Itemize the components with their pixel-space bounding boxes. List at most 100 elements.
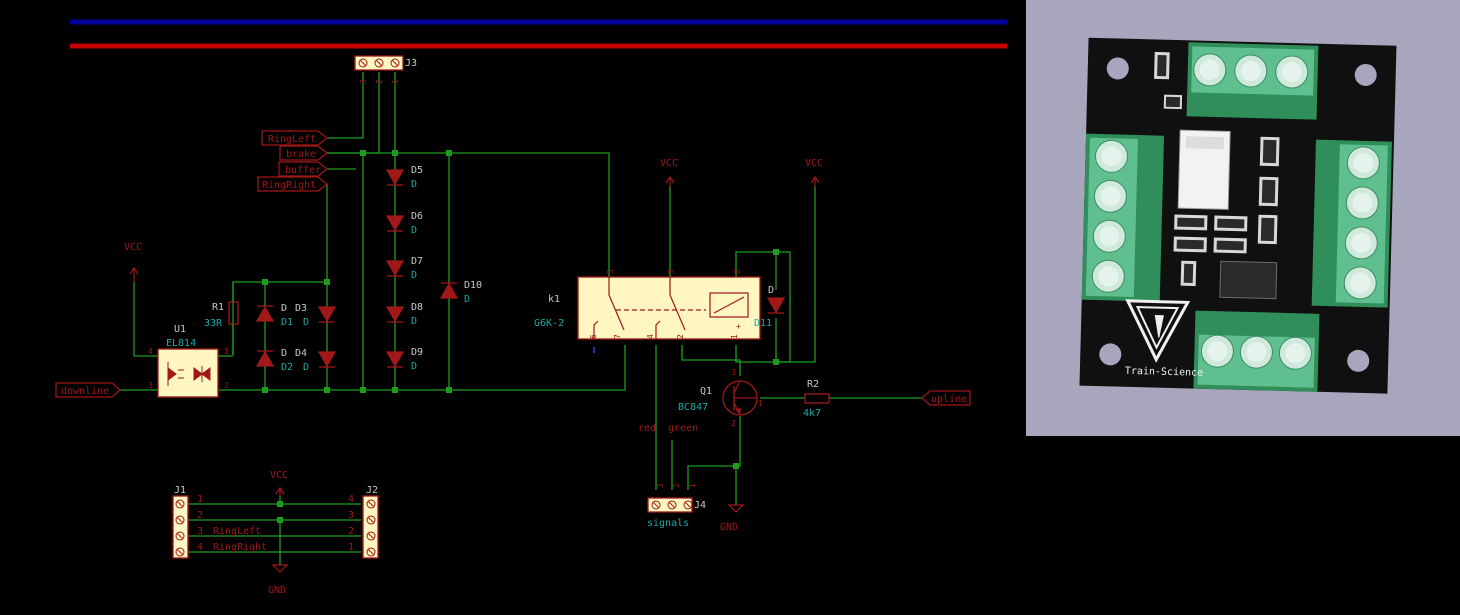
d3-ref: D3 xyxy=(295,303,307,314)
label-buffer[interactable]: buffer xyxy=(278,161,328,177)
d10-value: D xyxy=(464,294,470,305)
vcc-symbol-relay-right xyxy=(810,175,820,187)
bus-label-ringright: RingRight xyxy=(213,542,267,553)
j4-value: signals xyxy=(647,518,689,529)
diode-chain xyxy=(385,169,405,368)
d8-value: D xyxy=(411,316,417,327)
r2-ref: R2 xyxy=(807,379,819,390)
label-ringleft[interactable]: RingLeft xyxy=(261,130,328,146)
d1-side-value: D1 xyxy=(281,317,293,328)
j1-ref: J1 xyxy=(174,485,186,496)
label-downline[interactable]: downline xyxy=(55,382,121,398)
j2-pin-numbers: 4 3 2 1 xyxy=(348,494,354,553)
u1-pin-2: 2 xyxy=(224,381,229,390)
optocoupler-u1[interactable]: 4 3 1 2 xyxy=(148,347,233,398)
connector-j1[interactable] xyxy=(172,495,189,559)
wire-label-red: red xyxy=(638,423,656,434)
svg-text:upline: upline xyxy=(931,394,967,405)
connector-j4[interactable]: 3 2 1 xyxy=(647,483,697,513)
u1-pin-3: 3 xyxy=(148,381,153,390)
svg-text:3: 3 xyxy=(197,526,203,537)
q1-pin-1: 1 xyxy=(758,399,763,408)
k1-pin-1: 1 xyxy=(730,334,739,339)
u1-pin-1: 1 xyxy=(224,347,229,356)
resistor-r1[interactable] xyxy=(228,282,239,355)
svg-text:buffer: buffer xyxy=(285,165,321,176)
k1-pin-4: 4 xyxy=(646,334,655,339)
u1-ref: U1 xyxy=(174,324,186,335)
vcc-label-bus: VCC xyxy=(270,470,288,481)
mounting-hole-tl xyxy=(1106,57,1129,80)
train-science-logo-icon xyxy=(1125,299,1191,363)
pcb-transistor xyxy=(1163,94,1183,110)
r1-ref: R1 xyxy=(212,302,224,313)
diode-d11[interactable] xyxy=(766,297,786,314)
diode-d2-d4[interactable] xyxy=(255,350,337,368)
k1-coil-plus: + xyxy=(736,322,741,331)
svg-text:RingLeft: RingLeft xyxy=(268,134,316,145)
k1-pin-5: 5 xyxy=(606,269,615,274)
d3-side-ref: D xyxy=(281,303,287,314)
relay-k1-pins: 5 3 8 6 7 4 2 1 + xyxy=(589,269,742,339)
vcc-label-relay-right: VCC xyxy=(805,158,823,169)
j4-pin-2: 2 xyxy=(672,483,681,488)
q1-pin-3: 3 xyxy=(731,368,736,377)
terminal-block-right xyxy=(1311,139,1392,308)
schematic-canvas[interactable]: J3 3 2 1 RingLeft brake buffer RingRight… xyxy=(0,0,1026,615)
d4-value: D xyxy=(303,362,309,373)
d11-ref: D xyxy=(768,285,774,296)
d7-ref: D7 xyxy=(411,256,423,267)
svg-text:1: 1 xyxy=(197,494,203,505)
svg-text:4: 4 xyxy=(197,542,203,553)
j4-pin-1: 1 xyxy=(688,483,697,488)
k1-pin-7: 7 xyxy=(613,334,622,339)
connector-j3[interactable]: J3 3 2 1 xyxy=(354,55,417,84)
d10-ref: D10 xyxy=(464,280,482,291)
svg-text:2: 2 xyxy=(348,526,354,537)
diode-d10[interactable] xyxy=(439,282,459,299)
label-ringright[interactable]: RingRight xyxy=(257,176,328,192)
j3-pin-2: 2 xyxy=(375,79,384,84)
d11-value: D11 xyxy=(754,318,772,329)
j3-ref: J3 xyxy=(405,58,417,69)
svg-text:2: 2 xyxy=(197,510,203,521)
svg-text:downline: downline xyxy=(61,386,109,397)
pcb-smd-diodes xyxy=(1154,51,1280,287)
d3-value: D xyxy=(303,317,309,328)
k1-ref: k1 xyxy=(548,294,560,305)
transistor-q1[interactable] xyxy=(722,380,758,416)
mounting-hole-tr xyxy=(1354,63,1377,86)
u1-value: EL814 xyxy=(166,338,196,349)
label-upline[interactable]: upline xyxy=(921,390,971,406)
pcb-3d-view[interactable]: Train-Science xyxy=(1026,0,1460,436)
k1-pin-3: 3 xyxy=(667,269,676,274)
vcc-label-relay-left: VCC xyxy=(660,158,678,169)
gnd-label-q1: GND xyxy=(720,522,738,533)
bus-label-ringleft: RingLeft xyxy=(213,526,261,537)
label-brake[interactable]: brake xyxy=(279,145,328,161)
j4-ref: J4 xyxy=(694,500,706,511)
d6-ref: D6 xyxy=(411,211,423,222)
d6-value: D xyxy=(411,225,417,236)
relay-k1[interactable] xyxy=(577,276,761,340)
d9-value: D xyxy=(411,361,417,372)
j1-pin-numbers: 1 2 3 4 xyxy=(197,494,203,553)
q1-pins: 3 1 2 xyxy=(731,368,763,428)
terminal-block-left xyxy=(1081,133,1165,302)
wire-label-green: green xyxy=(668,423,698,434)
resistor-r2[interactable] xyxy=(804,393,830,404)
pcb-optocoupler xyxy=(1219,260,1278,300)
k1-value: G6K-2 xyxy=(534,318,564,329)
svg-text:3: 3 xyxy=(348,510,354,521)
diode-d1-d3[interactable] xyxy=(255,305,337,323)
vcc-symbol-u1 xyxy=(129,266,139,282)
vcc-symbol-relay-left xyxy=(665,175,675,187)
wires xyxy=(120,72,922,565)
d7-value: D xyxy=(411,270,417,281)
connector-j2[interactable] xyxy=(362,495,379,559)
svg-text:4: 4 xyxy=(348,494,354,505)
r1-value: 33R xyxy=(204,318,223,329)
terminal-block-bottom xyxy=(1193,310,1320,392)
mounting-hole-bl xyxy=(1099,343,1122,366)
pcb-brand-text: Train-Science xyxy=(1125,366,1204,379)
